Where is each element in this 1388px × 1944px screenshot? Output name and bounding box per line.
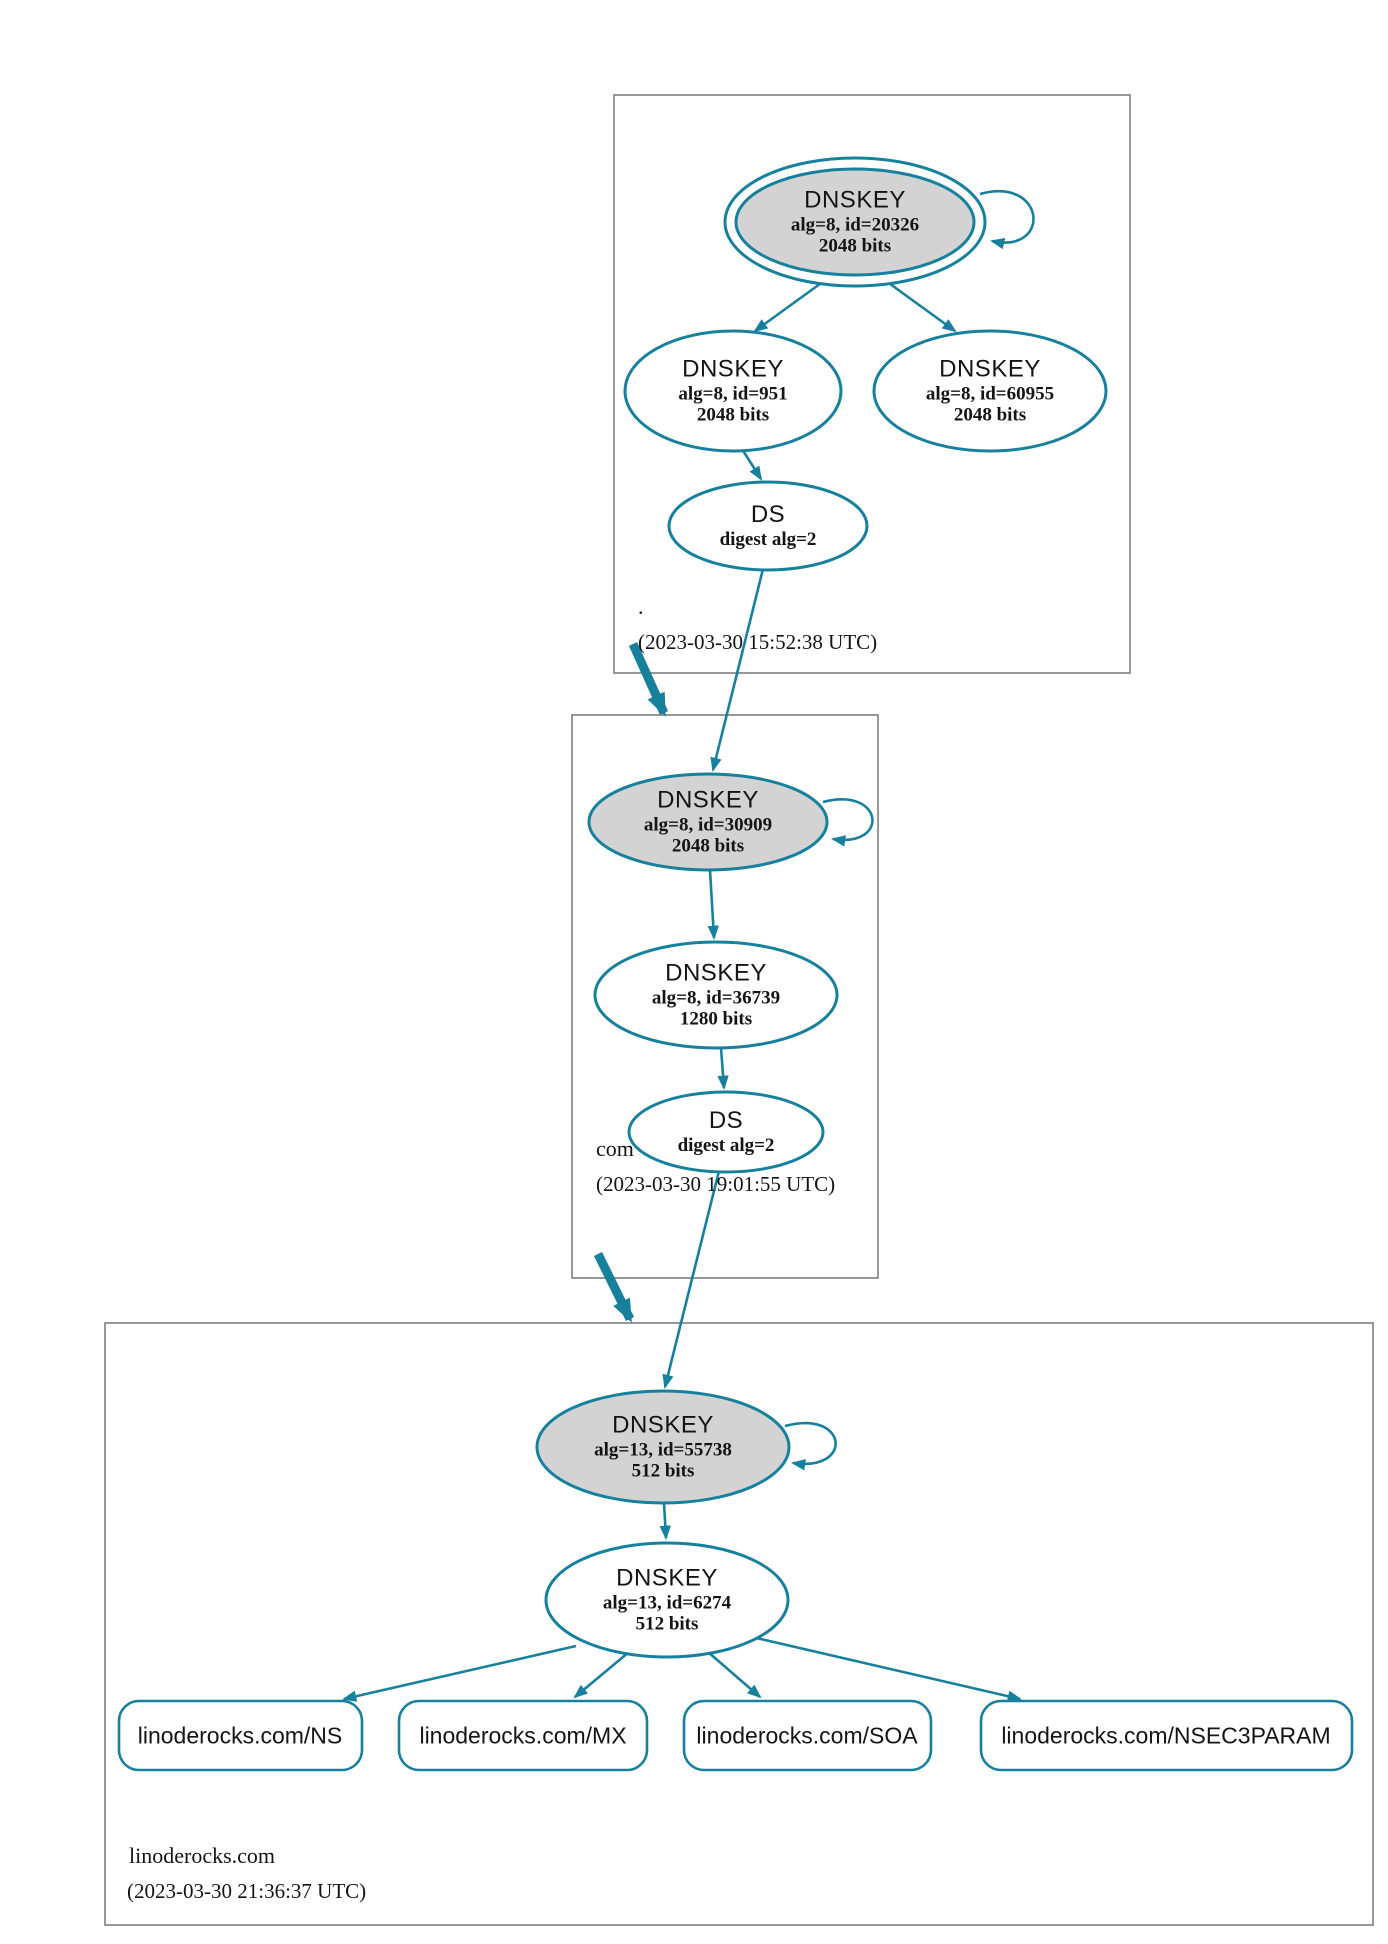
node-com-ds-label[interactable]: DS digest alg=2 xyxy=(677,1106,775,1156)
zone-label-com: com xyxy=(596,1136,634,1161)
edge-root-ksk-selfloop xyxy=(979,190,1035,250)
zone-box-root xyxy=(613,94,1131,674)
zone-label-root: . xyxy=(638,594,644,619)
node-detail: 2048 bits xyxy=(818,235,892,257)
node-root-ds[interactable] xyxy=(667,480,869,572)
node-title: DNSKEY xyxy=(939,355,1041,383)
node-rrset-nsec3param[interactable] xyxy=(979,1699,1354,1772)
node-root-key2-label[interactable]: DNSKEY alg=8, id=60955 2048 bits xyxy=(925,355,1055,426)
edge-com-ds-to-lr-ksk xyxy=(662,1170,721,1389)
node-root-zsk[interactable] xyxy=(623,329,843,453)
node-root-zsk-label[interactable]: DNSKEY alg=8, id=951 2048 bits xyxy=(678,355,788,426)
edge-root-ds-to-com-ksk xyxy=(710,568,765,772)
rrset-soa-label[interactable]: linoderocks.com/SOA xyxy=(696,1722,918,1749)
node-root-ds-label[interactable]: DS digest alg=2 xyxy=(719,500,817,550)
edge-lr-zsk-to-soa xyxy=(707,1651,762,1699)
node-detail: digest alg=2 xyxy=(719,528,817,550)
node-title: DNSKEY xyxy=(682,355,784,383)
zone-box-linoderocks xyxy=(104,1322,1374,1926)
node-title: DS xyxy=(708,1106,744,1134)
zone-timestamp-com: (2023-03-30 19:01:55 UTC) xyxy=(596,1172,836,1196)
node-detail: 2048 bits xyxy=(671,835,745,857)
node-detail: alg=13, id=6274 xyxy=(602,1592,732,1614)
node-rrset-soa[interactable] xyxy=(682,1699,933,1772)
node-detail: alg=8, id=20326 xyxy=(790,214,920,236)
node-com-ds[interactable] xyxy=(627,1090,825,1174)
node-title: DNSKEY xyxy=(616,1564,718,1592)
node-detail: digest alg=2 xyxy=(677,1134,775,1156)
node-detail: 1280 bits xyxy=(679,1008,753,1030)
node-detail: alg=8, id=951 xyxy=(678,383,788,405)
zone-box-com xyxy=(571,714,879,1279)
node-rrset-mx[interactable] xyxy=(397,1699,649,1772)
edge-com-ksk-to-zsk xyxy=(707,869,719,940)
rrset-mx-label[interactable]: linoderocks.com/MX xyxy=(419,1722,627,1749)
node-root-ksk[interactable] xyxy=(723,156,987,288)
node-detail: alg=8, id=30909 xyxy=(643,814,773,836)
node-lr-zsk[interactable] xyxy=(544,1541,790,1659)
node-detail: 2048 bits xyxy=(953,404,1027,426)
node-detail: 512 bits xyxy=(631,1460,695,1482)
node-lr-zsk-label[interactable]: DNSKEY alg=13, id=6274 512 bits xyxy=(602,1564,732,1635)
node-root-key2[interactable] xyxy=(872,329,1108,453)
node-detail: alg=8, id=36739 xyxy=(651,987,781,1009)
edge-lr-zsk-to-ns xyxy=(342,1644,577,1702)
edge-com-zsk-to-ds xyxy=(717,1047,729,1090)
rrset-nsec3param-label[interactable]: linoderocks.com/NSEC3PARAM xyxy=(1001,1722,1331,1749)
zone-label-linoderocks: linoderocks.com xyxy=(129,1843,276,1868)
node-com-zsk-label[interactable]: DNSKEY alg=8, id=36739 1280 bits xyxy=(651,959,781,1030)
node-detail: 512 bits xyxy=(635,1613,699,1635)
node-detail: alg=8, id=60955 xyxy=(925,383,1055,405)
zone-timestamp-root: (2023-03-30 15:52:38 UTC) xyxy=(638,630,878,654)
node-com-zsk[interactable] xyxy=(593,940,839,1050)
edge-root-ksk-to-zsk xyxy=(753,279,825,333)
node-com-ksk[interactable] xyxy=(587,772,829,872)
zone-timestamp-linoderocks: (2023-03-30 21:36:37 UTC) xyxy=(127,1879,367,1903)
node-title: DNSKEY xyxy=(612,1411,714,1439)
node-root-ksk-label[interactable]: DNSKEY alg=8, id=20326 2048 bits xyxy=(790,186,920,257)
edge-lr-zsk-to-nsec3param xyxy=(751,1635,1022,1702)
edge-com-ksk-selfloop xyxy=(822,798,874,847)
node-lr-ksk[interactable] xyxy=(535,1389,791,1505)
edge-delegation-root-to-com xyxy=(628,642,669,717)
rrset-ns-label[interactable]: linoderocks.com/NS xyxy=(137,1722,343,1749)
node-title: DS xyxy=(750,500,786,528)
node-title: DNSKEY xyxy=(665,959,767,987)
edge-lr-ksk-to-zsk xyxy=(659,1502,672,1540)
node-title: DNSKEY xyxy=(657,786,759,814)
edge-lr-zsk-to-mx xyxy=(573,1651,630,1699)
edge-lr-ksk-selfloop xyxy=(784,1421,837,1471)
node-detail: 2048 bits xyxy=(696,404,770,426)
node-com-ksk-label[interactable]: DNSKEY alg=8, id=30909 2048 bits xyxy=(643,786,773,857)
node-lr-ksk-label[interactable]: DNSKEY alg=13, id=55738 512 bits xyxy=(594,1411,732,1482)
node-rrset-ns[interactable] xyxy=(117,1699,364,1772)
edge-root-ksk-to-key2 xyxy=(885,279,957,333)
edge-delegation-com-to-linoderocks xyxy=(593,1252,635,1323)
node-detail: alg=13, id=55738 xyxy=(594,1439,732,1461)
node-title: DNSKEY xyxy=(804,186,906,214)
edge-root-zsk-to-ds xyxy=(740,448,763,481)
